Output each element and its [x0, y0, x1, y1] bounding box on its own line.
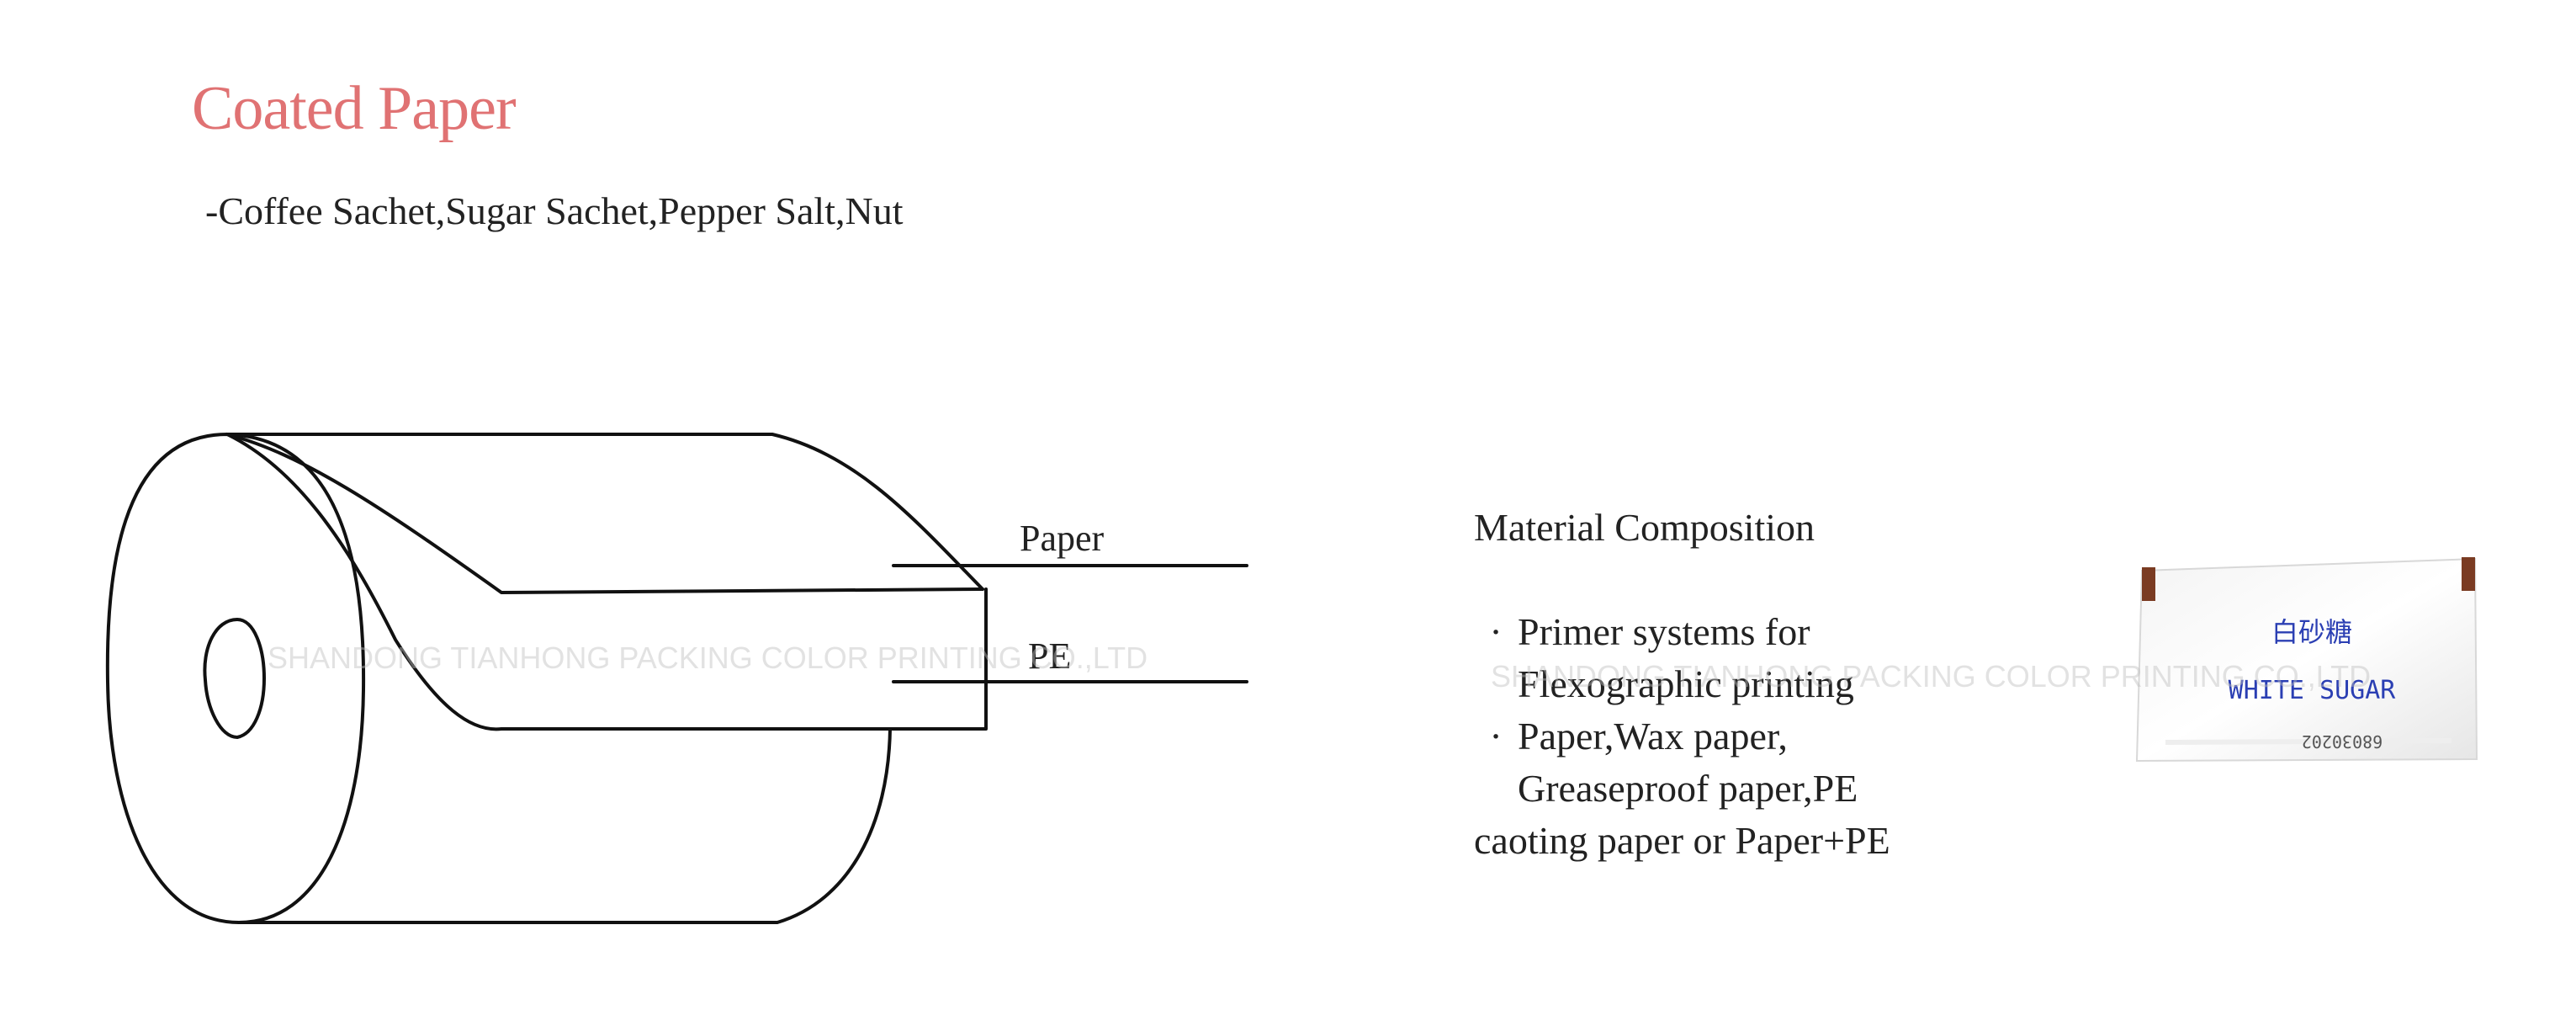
pe-layer-label: PE	[1028, 635, 1072, 677]
bullet-line: Paper,Wax paper,	[1518, 715, 1788, 758]
sugar-sachet-image: 白砂糖 WHITE SUGAR 68030202	[2135, 557, 2478, 763]
roll-bottom-line	[237, 727, 892, 924]
paper-layer-label: Paper	[1020, 518, 1105, 559]
bullet-dot: ·	[1489, 715, 1503, 758]
sheet-upper-edge	[225, 433, 984, 594]
sachet-body	[2135, 557, 2478, 763]
paper-roll-diagram	[105, 433, 1248, 924]
composition-bullet-2: · Paper,Wax paper, Greaseproof paper,PE c…	[1474, 710, 2063, 867]
sachet-english-label: WHITE SUGAR	[2229, 676, 2397, 705]
sachet-chinese-label: 白砂糖	[2271, 616, 2352, 648]
watermark-right: SHANDONG TIANHONG PACKING COLOR PRINTING…	[1491, 659, 2372, 694]
roll-top-line	[225, 433, 984, 591]
composition-bullet-1: · Primer systems for Flexographic printin…	[1474, 606, 2063, 710]
sachet-code: 68030202	[2302, 731, 2383, 752]
bullet-dot: ·	[1489, 610, 1503, 653]
sachet-seal-right	[2462, 557, 2475, 591]
material-composition: Material Composition · Primer systems for…	[1474, 502, 2063, 867]
bullet-line: Greaseproof paper,PE	[1518, 767, 1858, 810]
bullet-line: Flexographic printing	[1518, 662, 1854, 705]
page-subtitle: -Coffee Sachet,Sugar Sachet,Pepper Salt,…	[205, 189, 904, 232]
sheet-lower-edge	[225, 433, 988, 731]
page-title: Coated Paper	[192, 74, 517, 143]
roll-core	[203, 618, 266, 739]
composition-heading: Material Composition	[1474, 506, 1815, 549]
sachet-seal-left	[2142, 567, 2155, 601]
watermark-left: SHANDONG TIANHONG PACKING COLOR PRINTING…	[268, 641, 1148, 675]
bullet-line: Primer systems for	[1518, 610, 1810, 653]
bullet-line: caoting paper or Paper+PE	[1474, 819, 1890, 862]
roll-front-face	[105, 433, 366, 924]
